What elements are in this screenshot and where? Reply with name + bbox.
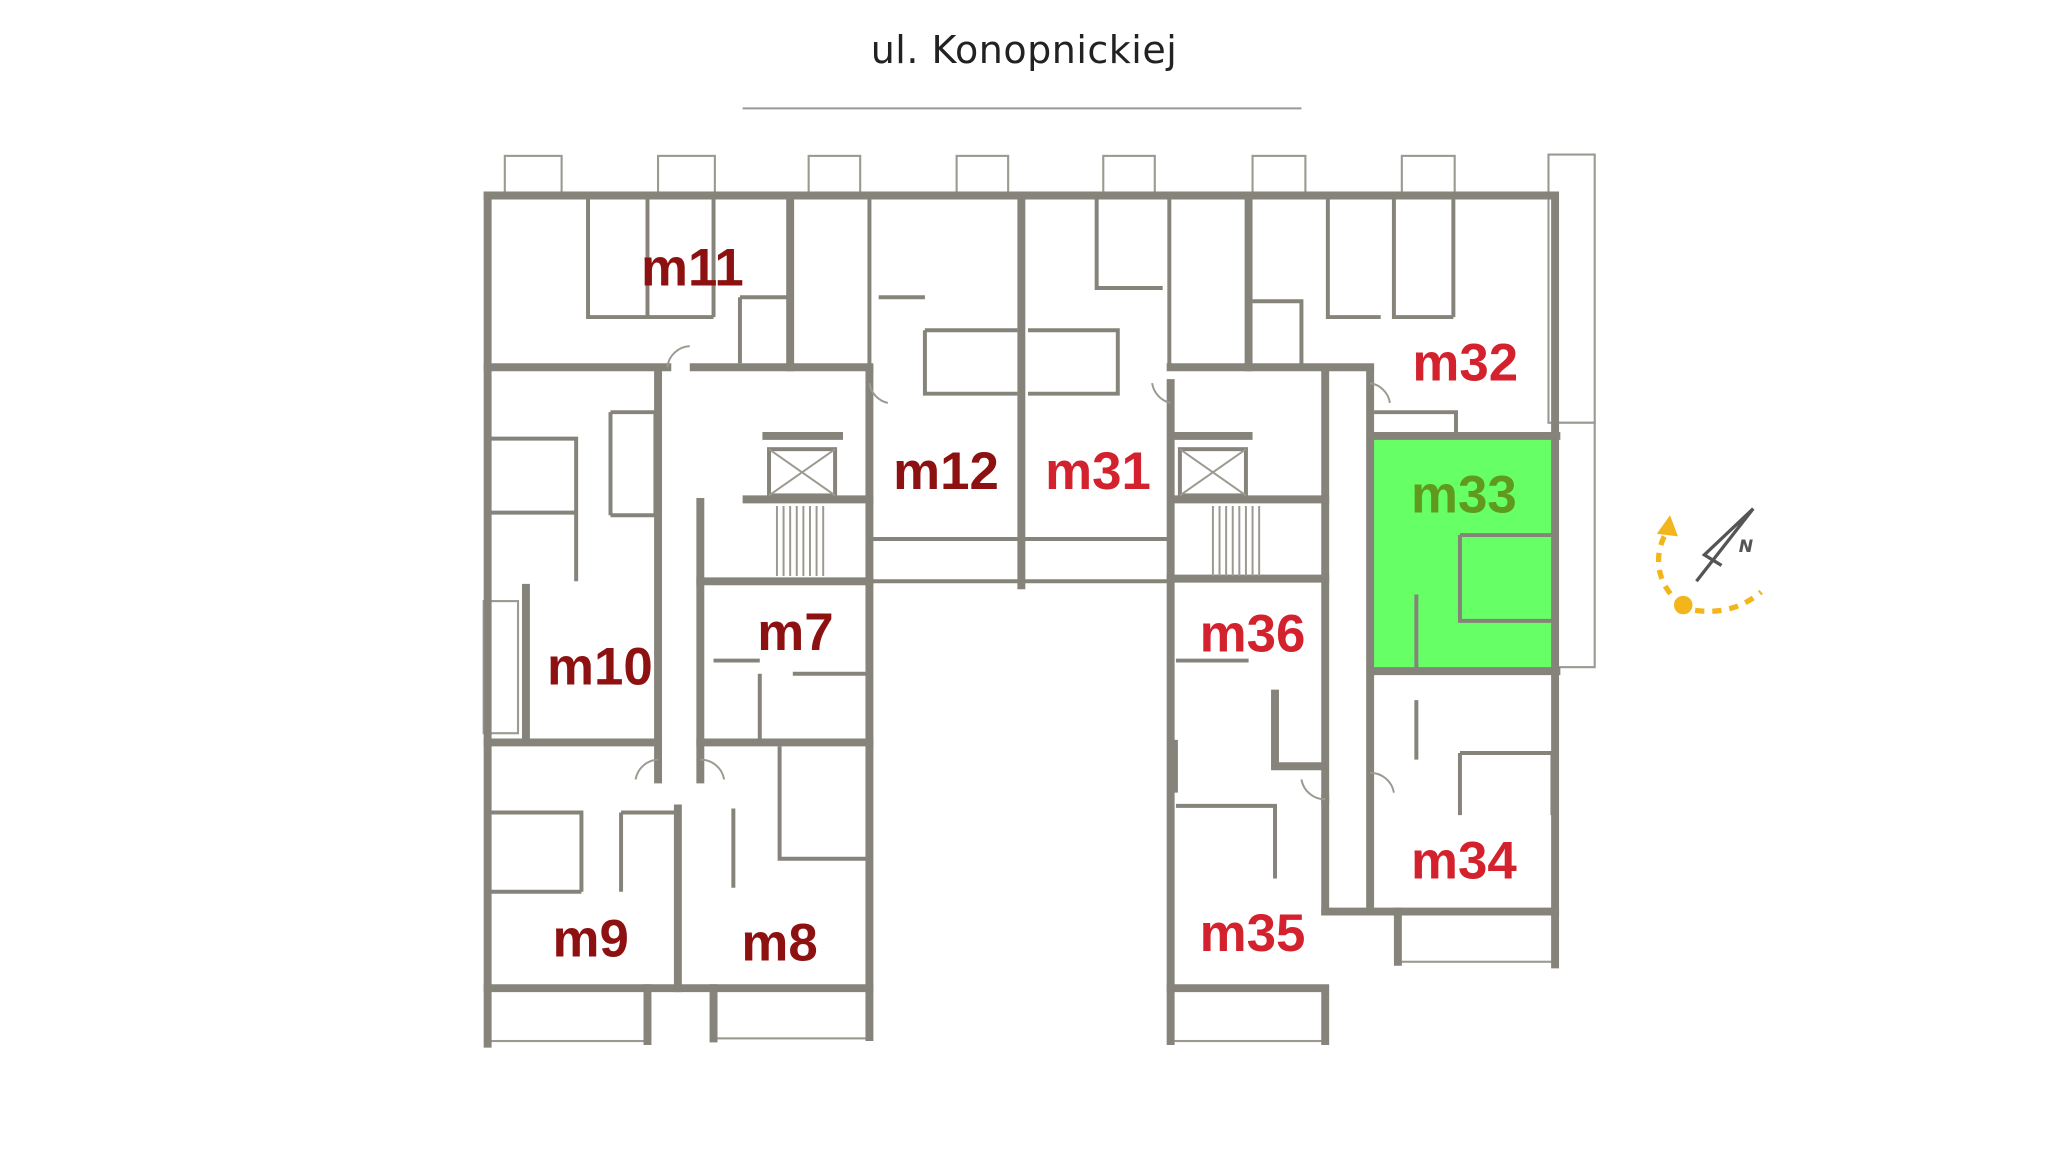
staircases: [775, 505, 1261, 576]
walls: [483, 191, 1561, 1048]
unit-m10[interactable]: m10: [547, 637, 653, 696]
unit-m8[interactable]: m8: [741, 913, 817, 972]
unit-m36[interactable]: m36: [1200, 604, 1306, 663]
unit-m32[interactable]: m32: [1412, 333, 1518, 392]
elevator-shafts: [767, 447, 1248, 498]
compass-icon: N: [1655, 507, 1763, 615]
street-name: ul. Konopnickiej: [870, 28, 1178, 72]
unit-m11[interactable]: m11: [641, 238, 744, 297]
unit-m33-highlight[interactable]: [1371, 435, 1557, 672]
unit-labels: m11 m12 m31 m32 m33 m10 m7 m36 m9 m8 m35…: [547, 238, 1518, 972]
door-swings: [634, 345, 1395, 801]
unit-m34[interactable]: m34: [1411, 832, 1517, 891]
compass-north-label: N: [1739, 537, 1753, 557]
unit-m35[interactable]: m35: [1200, 904, 1306, 963]
unit-m12[interactable]: m12: [893, 442, 999, 501]
unit-m33[interactable]: m33: [1411, 466, 1517, 525]
unit-m7[interactable]: m7: [757, 603, 833, 662]
unit-m9[interactable]: m9: [552, 909, 628, 968]
unit-m31[interactable]: m31: [1045, 442, 1151, 501]
